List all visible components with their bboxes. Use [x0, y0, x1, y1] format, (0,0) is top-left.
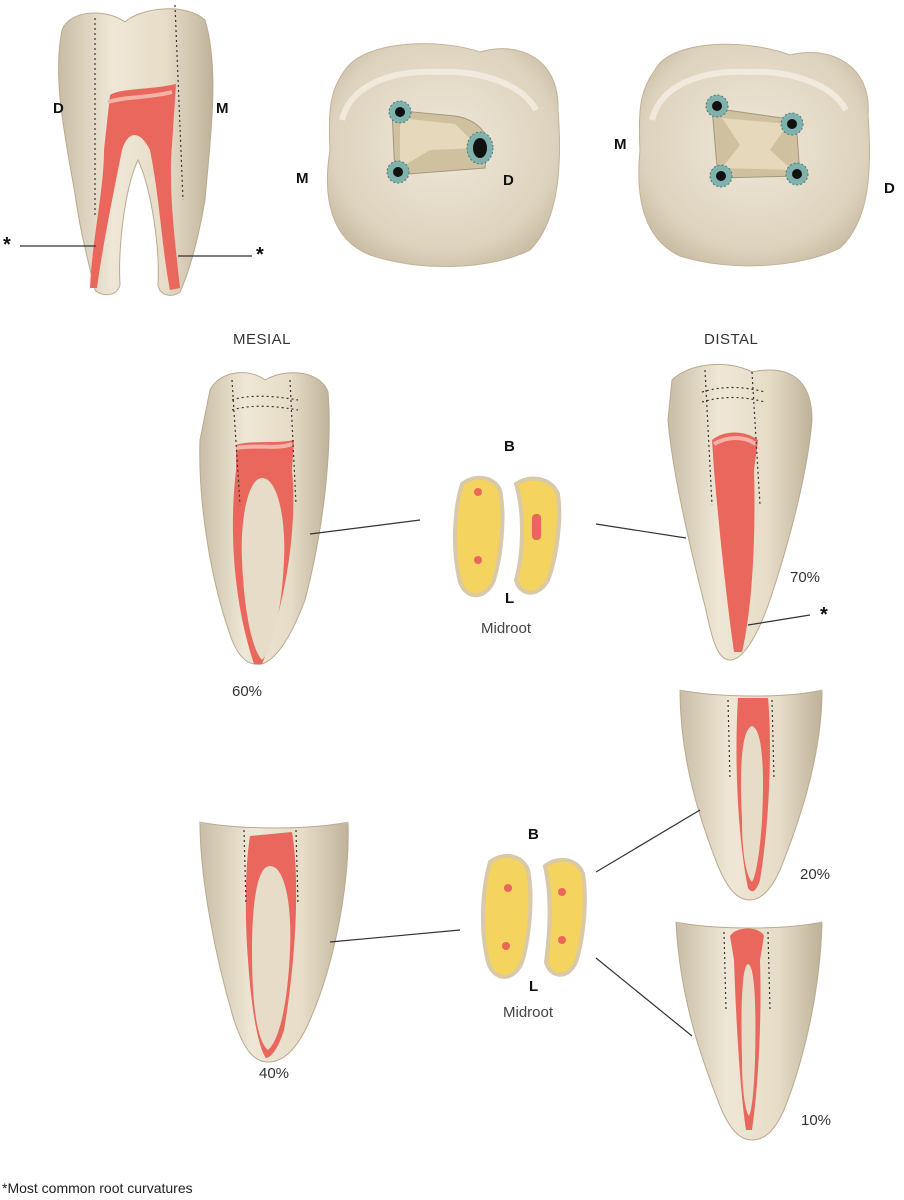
distal-curvature-marker: * [820, 604, 828, 626]
access-1-distal-label: D [503, 172, 514, 189]
cross-section-1-lingual: L [505, 590, 515, 607]
curvature-marker-left: * [3, 234, 11, 256]
cross-section-2-lingual: L [529, 978, 539, 995]
midroot-cross-section-2 [480, 853, 587, 979]
cross-section-2-buccal: B [528, 826, 539, 843]
molar-proximal-view [20, 4, 252, 296]
distal-label-top-tooth: D [53, 100, 64, 117]
lower-mesial-root-view [199, 818, 461, 1063]
access-2-distal-label: D [884, 180, 895, 197]
cross-section-2-caption: Midroot [503, 1004, 554, 1021]
footnote: *Most common root curvatures [2, 1180, 193, 1196]
access-cavity-view-2 [638, 43, 871, 267]
lower-distal-root-view-b [595, 918, 826, 1141]
cross-section-1-buccal: B [504, 438, 515, 455]
distal-percent: 70% [790, 569, 821, 586]
mesial-header: MESIAL [233, 331, 292, 348]
mesial-label-top-tooth: M [216, 100, 229, 117]
midroot-cross-section-1 [452, 475, 562, 598]
access-cavity-view-1 [327, 43, 561, 267]
lower-distal-a-percent: 20% [800, 866, 831, 883]
access-1-mesial-label: M [296, 170, 309, 187]
lower-distal-root-view-a [595, 686, 826, 901]
mesial-root-view [199, 372, 421, 665]
distal-header: DISTAL [704, 331, 759, 348]
access-2-mesial-label: M [614, 136, 627, 153]
distal-root-view [595, 363, 813, 661]
lower-distal-b-percent: 10% [801, 1112, 832, 1129]
cross-section-1-caption: Midroot [481, 620, 532, 637]
mesial-percent: 60% [232, 683, 263, 700]
lower-mesial-percent: 40% [259, 1065, 290, 1082]
curvature-marker-right: * [256, 244, 264, 266]
